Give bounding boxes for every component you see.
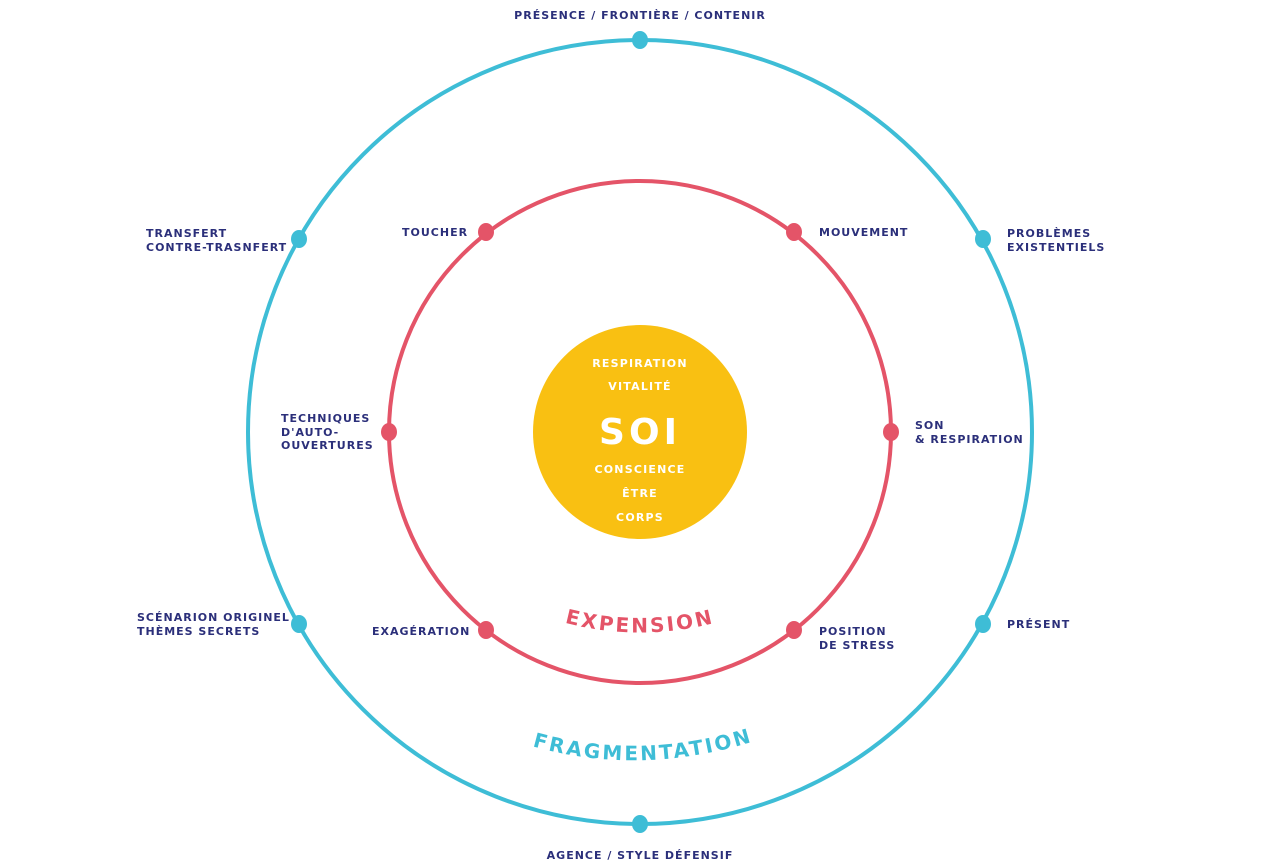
inner-label-right-line: SON bbox=[915, 419, 945, 432]
inner-label-top-left-line: TOUCHER bbox=[402, 226, 469, 239]
inner-node-top-left[interactable] bbox=[478, 223, 494, 241]
inner-label-bottom-left-line: EXAGÉRATION bbox=[372, 625, 471, 638]
inner-label-right: SON & RESPIRATION bbox=[915, 419, 1024, 446]
inner-node-top-right[interactable] bbox=[786, 223, 802, 241]
core-word-corps: CORPS bbox=[616, 511, 664, 524]
outer-node-bottom-left[interactable] bbox=[291, 615, 307, 633]
outer-label-bottom-left: SCÉNARION ORIGINEL THÈMES SECRETS bbox=[137, 611, 290, 638]
outer-label-bottom-left-line: SCÉNARION ORIGINEL bbox=[137, 611, 290, 624]
core-circle bbox=[533, 325, 747, 539]
outer-label-bottom-right: PRÉSENT bbox=[1007, 618, 1070, 632]
core-word-etre: ÊTRE bbox=[622, 487, 658, 500]
inner-label-bottom-right: POSITION DE STRESS bbox=[819, 625, 895, 652]
inner-label-top-right-line: MOUVEMENT bbox=[819, 226, 909, 239]
outer-node-bottom-right[interactable] bbox=[975, 615, 991, 633]
outer-node-bottom[interactable] bbox=[632, 815, 648, 833]
core-word-conscience: CONSCIENCE bbox=[594, 463, 685, 476]
outer-label-top-right-line: PROBLÈMES bbox=[1007, 227, 1092, 240]
core-word-vitalite: VITALITÉ bbox=[608, 380, 672, 393]
inner-node-right[interactable] bbox=[883, 423, 899, 441]
inner-label-right-line: & RESPIRATION bbox=[915, 432, 1024, 446]
inner-ring-name: EXPENSION bbox=[564, 604, 717, 637]
inner-node-left[interactable] bbox=[381, 423, 397, 441]
inner-label-bottom-right-line: DE STRESS bbox=[819, 638, 896, 652]
outer-label-top-left: TRANSFERT CONTRE-TRASNFERT bbox=[146, 227, 287, 254]
inner-label-left-line: TECHNIQUES bbox=[281, 412, 371, 425]
outer-label-top-left-line: CONTRE-TRASNFERT bbox=[146, 240, 288, 254]
outer-ring-name: FRAGMENTATION bbox=[531, 723, 755, 765]
inner-label-bottom-left: EXAGÉRATION bbox=[372, 625, 470, 639]
outer-label-bottom-left-line: THÈMES SECRETS bbox=[137, 624, 261, 638]
outer-label-top-left-line: TRANSFERT bbox=[146, 227, 228, 240]
outer-label-bottom-right-line: PRÉSENT bbox=[1007, 618, 1071, 631]
inner-label-bottom-right-line: POSITION bbox=[819, 625, 887, 638]
outer-label-bottom-line: AGENCE / STYLE DÉFENSIF bbox=[546, 849, 734, 862]
inner-label-left-line: D'AUTO- bbox=[281, 425, 340, 439]
outer-label-bottom: AGENCE / STYLE DÉFENSIF bbox=[0, 849, 1280, 863]
inner-node-bottom-right[interactable] bbox=[786, 621, 802, 639]
outer-label-top-right: PROBLÈMES EXISTENTIELS bbox=[1007, 227, 1105, 254]
inner-label-top-left: TOUCHER bbox=[402, 226, 468, 240]
inner-label-left-line: OUVERTURES bbox=[281, 439, 374, 452]
core-title: SOI bbox=[599, 412, 681, 453]
inner-node-bottom-left[interactable] bbox=[478, 621, 494, 639]
outer-node-top-right[interactable] bbox=[975, 230, 991, 248]
outer-node-top-left[interactable] bbox=[291, 230, 307, 248]
inner-label-left: TECHNIQUES D'AUTO- OUVERTURES bbox=[281, 412, 374, 453]
core-word-respiration: RESPIRATION bbox=[592, 357, 688, 370]
outer-label-top-right-line: EXISTENTIELS bbox=[1007, 240, 1106, 254]
outer-label-top-line: PRÉSENCE / FRONTIÈRE / CONTENIR bbox=[514, 9, 766, 22]
inner-label-top-right: MOUVEMENT bbox=[819, 226, 908, 240]
outer-node-top[interactable] bbox=[632, 31, 648, 49]
outer-label-top: PRÉSENCE / FRONTIÈRE / CONTENIR bbox=[0, 9, 1280, 23]
